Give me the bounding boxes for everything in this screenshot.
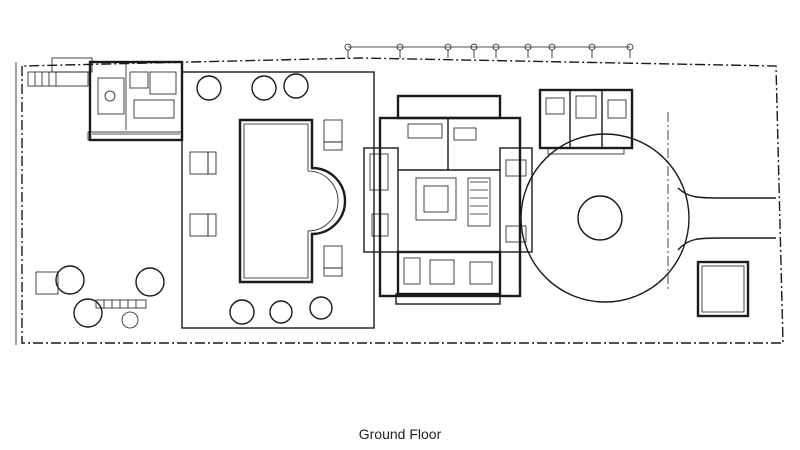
garage-pad: [696, 260, 750, 318]
trees: [55, 73, 333, 329]
circular-driveway: [520, 112, 776, 303]
pool-deck: [181, 71, 375, 329]
drawing-caption: Ground Floor: [358, 426, 442, 442]
guest-house: [87, 60, 184, 142]
site-boundary: [15, 57, 784, 345]
service-building: [538, 88, 634, 155]
grid-axis-markers: [344, 43, 634, 58]
pool-loungers: [189, 119, 343, 277]
garden: [35, 271, 147, 309]
main-house: [363, 94, 533, 305]
entrance-steps: [27, 57, 93, 87]
swimming-pool: [238, 118, 347, 284]
